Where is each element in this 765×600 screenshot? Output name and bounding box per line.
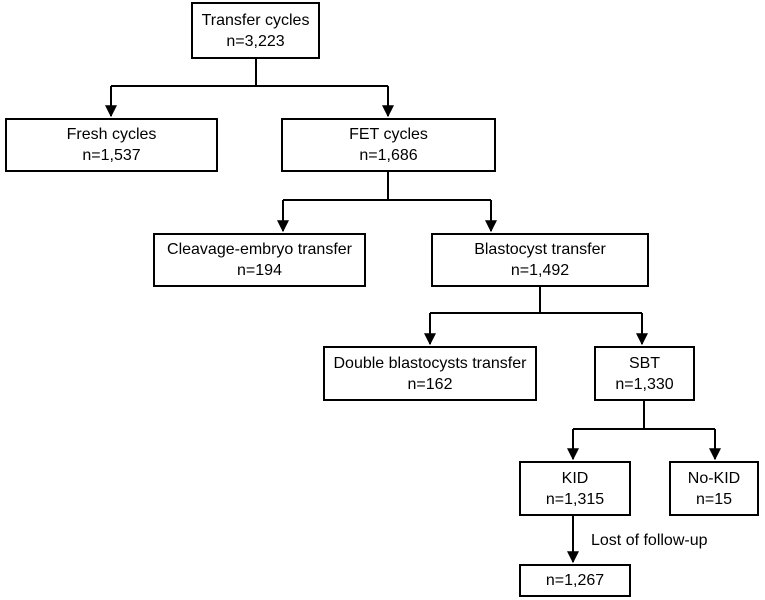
node-kid: KID n=1,315: [519, 461, 631, 516]
node-count: n=3,223: [226, 32, 285, 50]
node-count: n=1,686: [359, 147, 418, 164]
node-count: n=162: [407, 375, 453, 393]
node-count: n=1,537: [82, 147, 141, 164]
node-title: Blastocyst transfer: [474, 241, 606, 258]
node-count: n=15: [695, 490, 733, 508]
node-no-kid: No-KID n=15: [669, 461, 759, 516]
lost-follow-up-label: Lost of follow-up: [591, 532, 708, 549]
node-final-count: n=1,267: [519, 564, 631, 597]
node-fresh-cycles: Fresh cycles n=1,537: [5, 118, 218, 172]
node-count: n=1,492: [510, 262, 570, 279]
node-blastocyst-transfer: Blastocyst transfer n=1,492: [431, 233, 649, 287]
node-cleavage-embryo-transfer: Cleavage-embryo transfer n=194: [153, 233, 366, 287]
node-title: No-KID: [687, 469, 741, 487]
node-title: Double blastocysts transfer: [333, 354, 527, 372]
node-title: Cleavage-embryo transfer: [167, 241, 352, 258]
node-title: FET cycles: [349, 126, 428, 143]
node-count: n=1,315: [545, 490, 605, 508]
node-count: n=194: [237, 262, 282, 279]
node-count: n=1,267: [545, 572, 605, 589]
node-sbt: SBT n=1,330: [594, 346, 695, 401]
node-count: n=1,330: [615, 375, 674, 393]
node-fet-cycles: FET cycles n=1,686: [281, 118, 496, 172]
node-title: KID: [561, 469, 589, 487]
node-transfer-cycles: Transfer cycles n=3,223: [191, 2, 320, 59]
node-title: SBT: [628, 354, 661, 372]
node-double-blastocysts-transfer: Double blastocysts transfer n=162: [323, 346, 537, 401]
node-title: Transfer cycles: [201, 11, 310, 29]
node-title: Fresh cycles: [66, 126, 157, 143]
